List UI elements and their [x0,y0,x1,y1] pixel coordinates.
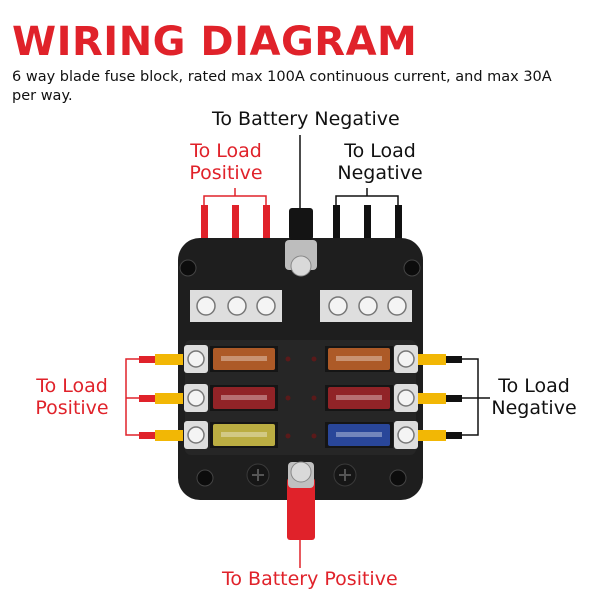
indicator-led [311,356,317,362]
fuse-body [213,348,275,370]
indicator-led [285,433,291,439]
fuse-body [328,424,390,446]
battery-negative-nut [290,255,312,277]
label-line: Negative [337,162,423,184]
terminal-screw [397,350,415,368]
wire-connector [155,393,183,404]
blade-fuse-yellow [210,422,278,448]
wire [446,432,462,439]
label-load-negative-top: To Load Negative [330,140,430,184]
terminal-screw [328,296,348,316]
indicator-led [285,356,291,362]
wire-connector [418,393,446,404]
fuse-body [328,348,390,370]
wire-connector [155,354,183,365]
wire-connector [155,430,183,441]
battery-negative-cable [289,208,313,240]
fuse-element [336,432,382,437]
label-battery-positive: To Battery Positive [222,568,398,590]
terminal-screw [256,296,276,316]
fuse-element [336,395,382,400]
wire [446,356,462,363]
blade-fuse-orange [325,346,393,372]
label-line: To Load [36,375,108,397]
right-negative-bracket [462,358,479,436]
terminal-screw [196,296,216,316]
label-load-positive-left: To Load Positive [28,375,116,419]
indicator-led [285,395,291,401]
terminal-screw [397,389,415,407]
mount-hole [196,469,214,487]
wire [201,205,208,257]
terminal-screw [187,389,205,407]
left-positive-wires [139,354,183,441]
top-terminal-screws [196,296,407,316]
label-battery-negative: To Battery Negative [212,108,400,130]
right-negative-wires [418,354,462,441]
fuse-element [336,356,382,361]
wire-connector [418,430,446,441]
mount-hole [403,259,421,277]
terminal-screw [358,296,378,316]
screw-cross [252,469,351,481]
blade-fuse-orange [210,346,278,372]
wire [139,432,155,439]
page-title: WIRING DIAGRAM [12,19,418,65]
wire [139,356,155,363]
blade-fuse-red [325,385,393,411]
fuse-body [328,387,390,409]
mount-hole [179,259,197,277]
wire [364,205,371,257]
label-line: To Load [344,140,416,162]
label-line: Positive [189,162,263,184]
side-terminal-screws [187,350,415,444]
battery-positive-nut [290,461,312,483]
label-line: To Load [190,140,262,162]
blade-fuse-red [210,385,278,411]
blade-fuse-blue [325,422,393,448]
terminal-screw [397,426,415,444]
indicator-leds [285,356,317,439]
mount-hole [389,469,407,487]
label-load-negative-right: To Load Negative [486,375,582,419]
label-load-positive-top: To Load Positive [178,140,274,184]
fuse-element [221,356,267,361]
left-positive-bracket [125,358,139,436]
wire [139,395,155,402]
label-line: To Load [498,375,570,397]
wire [232,205,239,257]
label-line: Negative [491,397,577,419]
terminal-screw [187,426,205,444]
page-subtitle: 6 way blade fuse block, rated max 100A c… [12,69,552,104]
wire [333,205,340,257]
wire [263,205,270,257]
indicator-led [311,395,317,401]
terminal-screw [387,296,407,316]
wire [395,205,402,257]
fuse-body [213,424,275,446]
wire-connector [418,354,446,365]
fuse-element [221,395,267,400]
terminal-screw [187,350,205,368]
indicator-led [311,433,317,439]
wire [446,395,462,402]
fuse-body [213,387,275,409]
label-line: Positive [35,397,109,419]
terminal-screw [227,296,247,316]
fuse-element [221,432,267,437]
fuse-slots [210,346,393,448]
battery-positive-cable [287,478,315,540]
